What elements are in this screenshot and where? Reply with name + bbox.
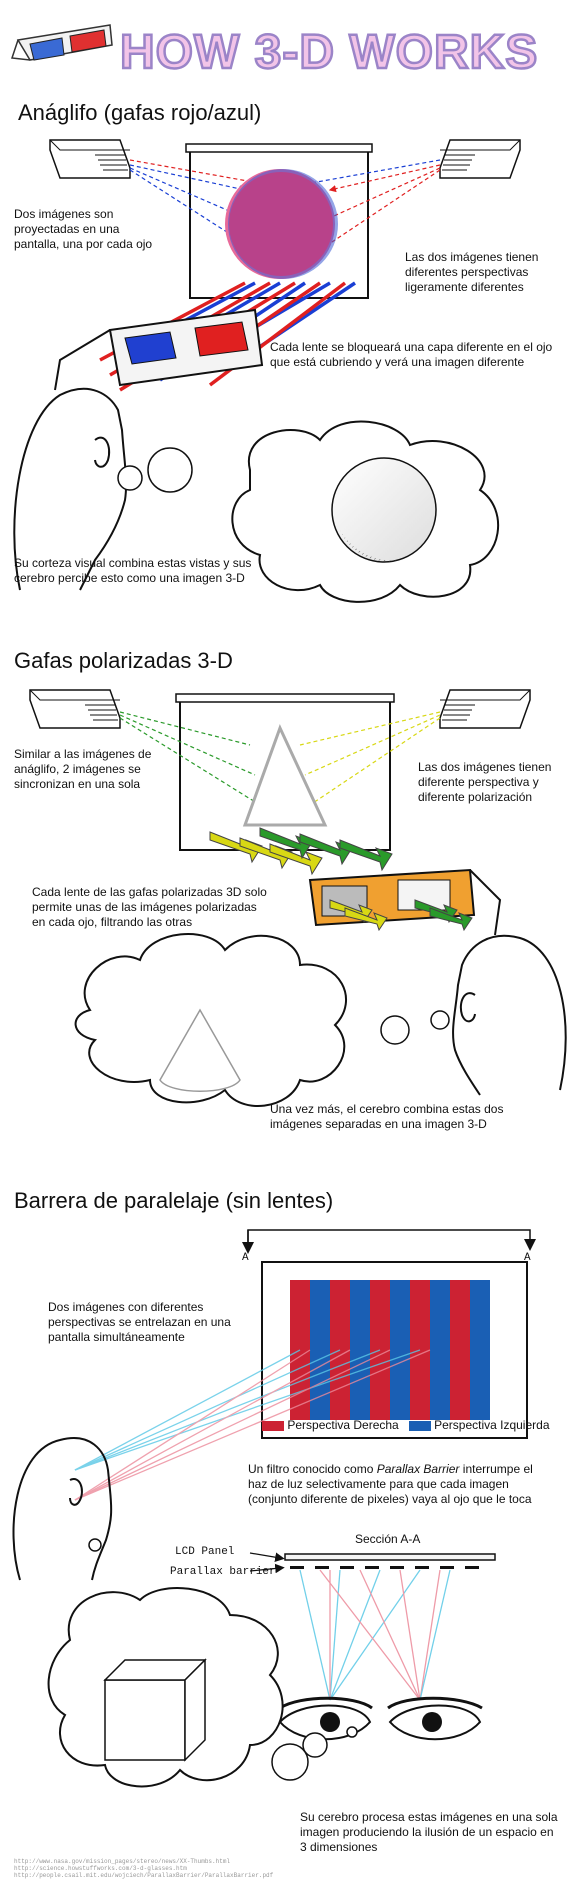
anaglyph-text-right: Las dos imágenes tienen diferentes persp…	[405, 250, 539, 294]
legend-swatch-right	[262, 1420, 284, 1431]
anaglyph-text-lens: Cada lente se bloqueará una capa diferen…	[270, 340, 553, 369]
legend-label-right: Perspectiva Derecha	[287, 1418, 399, 1432]
section-heading-anaglyph: Anáglifo (gafas rojo/azul)	[18, 100, 262, 125]
filter-text-em: Parallax Barrier	[376, 1462, 460, 1476]
eyes-icon	[278, 1696, 483, 1741]
polarized-text-lens: Cada lente de las gafas polarizadas 3D s…	[32, 885, 267, 929]
polarized-text-left: Similar a las imágenes de anáglifo, 2 im…	[14, 747, 152, 791]
thought-cloud-2	[74, 933, 347, 1107]
parallax-text-brain: Su cerebro procesa estas imágenes en una…	[300, 1810, 558, 1854]
anaglyph-glasses-icon	[54, 308, 264, 391]
lcd-panel-label: LCD Panel	[175, 1546, 235, 1558]
filter-text-pre: Un filtro conocido como	[248, 1462, 377, 1476]
anaglyph-text-left: Dos imágenes son proyectadas en una pant…	[14, 207, 153, 251]
legend-swatch-left	[408, 1420, 431, 1431]
footer-link[interactable]: http://science.howstuffworks.com/3-d-gla…	[14, 1865, 187, 1872]
head-left-2-icon	[12, 1437, 113, 1581]
title-text: HOW 3-D WORKS	[120, 26, 538, 79]
head-right-icon	[452, 934, 567, 1096]
parallax-filter-text: Un filtro conocido como Parallax Barrier…	[248, 1462, 548, 1507]
legend: Perspectiva Derecha Perspectiva Izquierd…	[262, 1418, 550, 1433]
cube-shape	[103, 1658, 207, 1762]
barrier-slits	[290, 1566, 479, 1569]
section-heading-parallax: Barrera de paralelaje (sin lentes)	[14, 1188, 334, 1213]
projector-left-icon	[49, 139, 131, 179]
polarized-text-right: Las dos imágenes tienen diferente perspe…	[418, 760, 552, 804]
legend-label-left: Perspectiva Izquierda	[434, 1418, 550, 1432]
footer-sources: http://www.nasa.gov/mission_pages/stereo…	[14, 1858, 273, 1879]
section-aa-label: Sección A-A	[355, 1532, 421, 1546]
marker-a-left: A	[242, 1252, 249, 1264]
parallax-diagram	[12, 1229, 536, 1788]
page-title: HOW 3-D WORKS	[120, 25, 539, 80]
footer-link[interactable]: http://people.csail.mit.edu/wojciech/Par…	[14, 1872, 274, 1879]
marker-a-right: A	[524, 1252, 531, 1264]
projector-right-icon	[439, 139, 521, 179]
projector-right-icon	[439, 689, 531, 729]
footer-link[interactable]: http://www.nasa.gov/mission_pages/stereo…	[14, 1858, 231, 1865]
filter-text-post: interrumpe el haz de luz selectivamente …	[248, 1462, 533, 1506]
projector-left-icon	[29, 689, 121, 729]
polarized-glasses-icon	[308, 868, 502, 936]
parallax-text-left: Dos imágenes con diferentes perspectivas…	[48, 1300, 231, 1344]
polarized-text-brain: Una vez más, el cerebro combina estas do…	[270, 1102, 504, 1131]
anaglyph-diagram	[13, 139, 521, 603]
triangle-shape	[242, 724, 328, 827]
head-left-icon	[13, 387, 128, 591]
section-heading-polarized: Gafas polarizadas 3-D	[14, 648, 233, 673]
glasses-logo-icon	[10, 24, 113, 61]
polarized-diagram	[29, 689, 567, 1107]
cone-shape	[159, 1008, 241, 1092]
anaglyph-text-brain: Su corteza visual combina estas vistas y…	[14, 556, 252, 585]
parallax-barrier-label: Parallax barrier	[170, 1566, 276, 1578]
